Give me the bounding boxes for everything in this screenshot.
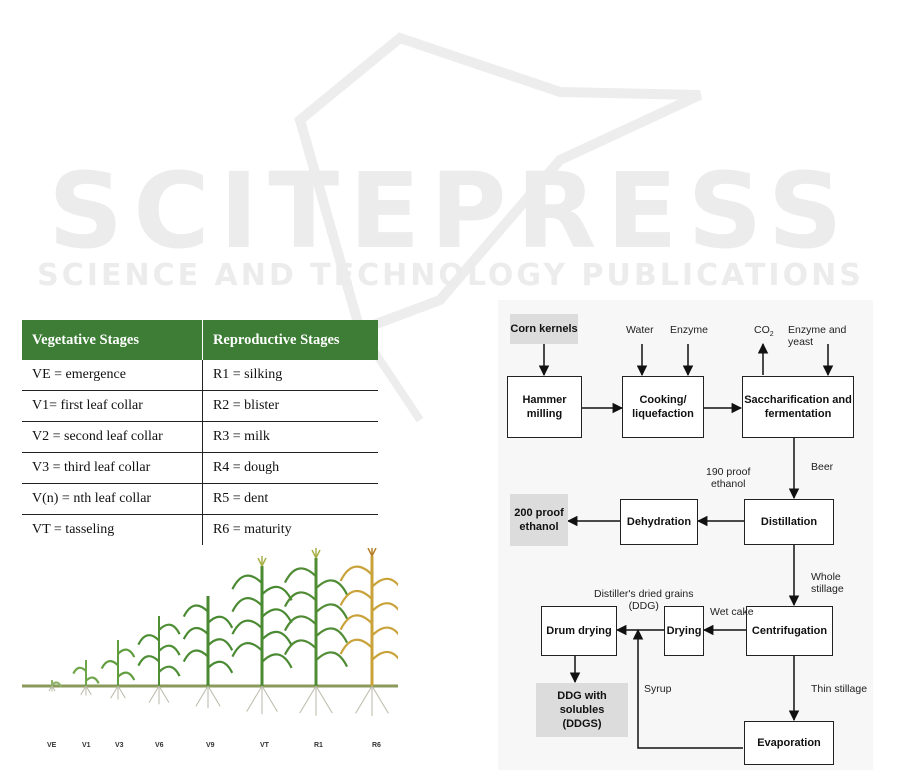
node-centrifugation: Centrifugation xyxy=(746,606,833,656)
node-200-proof-ethanol: 200 proof ethanol xyxy=(510,494,568,546)
stage-label: R1 xyxy=(314,742,323,749)
label-co2: CO2 xyxy=(754,324,774,339)
node-dehydration: Dehydration xyxy=(620,499,698,545)
label-enzyme-and-yeast: Enzyme and yeast xyxy=(788,324,847,348)
corn-plant xyxy=(100,640,136,700)
stage-label: VE xyxy=(47,742,57,749)
table-header-row: Vegetative Stages Reproductive Stages xyxy=(22,320,378,360)
corn-plant xyxy=(283,548,349,716)
table-row: V2 = second leaf collar R3 = milk xyxy=(22,421,378,453)
label-enzyme: Enzyme xyxy=(670,324,708,336)
label-syrup: Syrup xyxy=(644,683,672,695)
table-row: V1= first leaf collar R2 = blister xyxy=(22,390,378,422)
stage-label: VT xyxy=(260,742,269,749)
table-cell: V(n) = nth leaf collar xyxy=(22,483,203,515)
label-water: Water xyxy=(626,324,654,336)
corn-growth-illustration xyxy=(22,548,398,717)
label-wet-cake: Wet cake xyxy=(710,606,754,618)
corn-plant xyxy=(48,680,63,692)
node-hammer-milling: Hammer milling xyxy=(507,376,582,438)
stage-label: V9 xyxy=(206,742,215,749)
table-cell: R2 = blister xyxy=(202,390,378,422)
column-header-vegetative: Vegetative Stages xyxy=(22,320,203,360)
label-beer: Beer xyxy=(811,461,834,473)
label-ddg: Distiller's dried grains (DDG) xyxy=(594,588,694,612)
watermark-title: SCITEPRESS xyxy=(48,150,853,272)
table-row: VT = tasseling R6 = maturity xyxy=(22,514,378,545)
stage-label: V3 xyxy=(115,742,124,749)
table-cell: R6 = maturity xyxy=(212,522,292,537)
stage-label: V6 xyxy=(155,742,164,749)
stage-label: R6 xyxy=(372,742,381,749)
node-cooking-liquefaction: Cooking/ liquefaction xyxy=(622,376,704,438)
column-header-reproductive: Reproductive Stages xyxy=(202,320,378,360)
table-cell: V1= first leaf collar xyxy=(22,390,203,422)
table-cell: VE = emergence xyxy=(22,360,203,391)
table-row: VE = emergence R1 = silking xyxy=(22,360,378,391)
node-distillation: Distillation xyxy=(744,499,834,545)
node-drum-drying: Drum drying xyxy=(541,606,617,656)
table-cell: V3 = third leaf collar xyxy=(22,452,203,484)
watermark-subtitle: SCIENCE AND TECHNOLOGY PUBLICATIONS xyxy=(37,258,864,293)
node-drying: Drying xyxy=(664,606,704,656)
node-ddgs: DDG with solubles (DDGS) xyxy=(536,683,628,737)
table-row: V(n) = nth leaf collar R5 = dent xyxy=(22,483,378,515)
table-cell: R3 = milk xyxy=(202,421,378,453)
arrow-evap-to-drying xyxy=(632,628,743,749)
table-cell: VT = tasseling xyxy=(22,514,203,545)
node-evaporation: Evaporation xyxy=(744,721,834,765)
corn-plant xyxy=(72,660,100,696)
corn-plant xyxy=(182,596,234,709)
table-cell: R4 = dough xyxy=(202,452,378,484)
flow-arrows xyxy=(538,342,834,749)
table-cell: R5 = dent xyxy=(202,483,378,515)
ethanol-process-flow-diagram: Corn kernels Hammer milling Cooking/ liq… xyxy=(498,300,873,770)
label-190-proof-ethanol: 190 proof ethanol xyxy=(706,466,751,490)
stage-label: V1 xyxy=(82,742,91,749)
corn-plant xyxy=(231,556,293,715)
growth-stage-table: Vegetative Stages Reproductive Stages VE… xyxy=(22,320,378,545)
table-cell: R1 = silking xyxy=(202,360,378,391)
label-whole-stillage: Whole stillage xyxy=(811,571,844,595)
corn-plant xyxy=(137,616,181,705)
table-row: V3 = third leaf collar R4 = dough xyxy=(22,452,378,484)
node-corn-kernels: Corn kernels xyxy=(510,314,578,344)
node-saccharification-fermentation: Saccharification and fermentation xyxy=(742,376,854,438)
label-thin-stillage: Thin stillage xyxy=(811,683,868,695)
table-cell: V2 = second leaf collar xyxy=(22,421,203,453)
corn-plant xyxy=(339,548,398,717)
